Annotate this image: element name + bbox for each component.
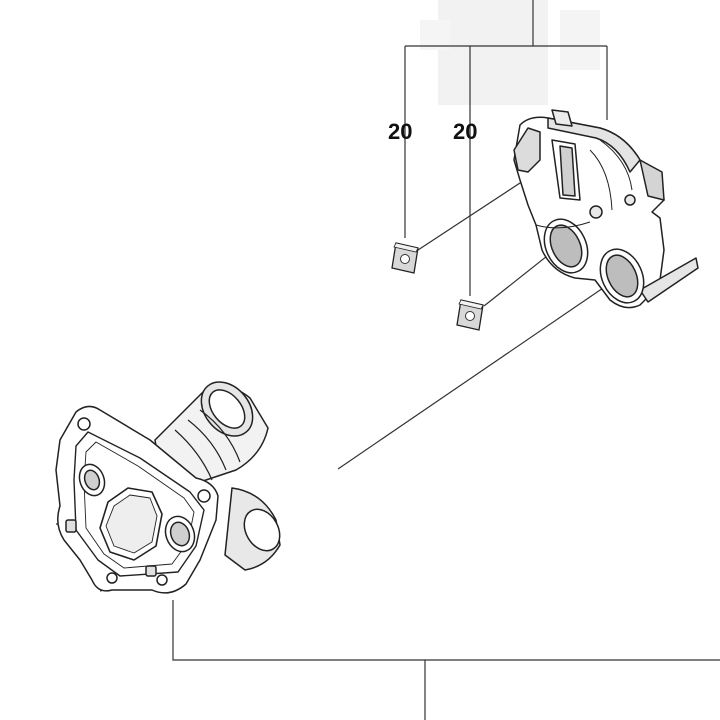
- background-watermark: [420, 0, 600, 105]
- square-nut-left: [391, 242, 419, 274]
- upper-housing-part: [513, 109, 699, 309]
- housing-to-body-leader: [337, 285, 607, 470]
- square-nut-right: [456, 299, 484, 331]
- part-callout-20-right: 20: [453, 119, 478, 144]
- leader-lines: [55, 0, 720, 720]
- bottom-bracket-line: [172, 600, 720, 661]
- part-callout-20-left: 20: [388, 119, 413, 144]
- lower-body-part: [55, 381, 281, 594]
